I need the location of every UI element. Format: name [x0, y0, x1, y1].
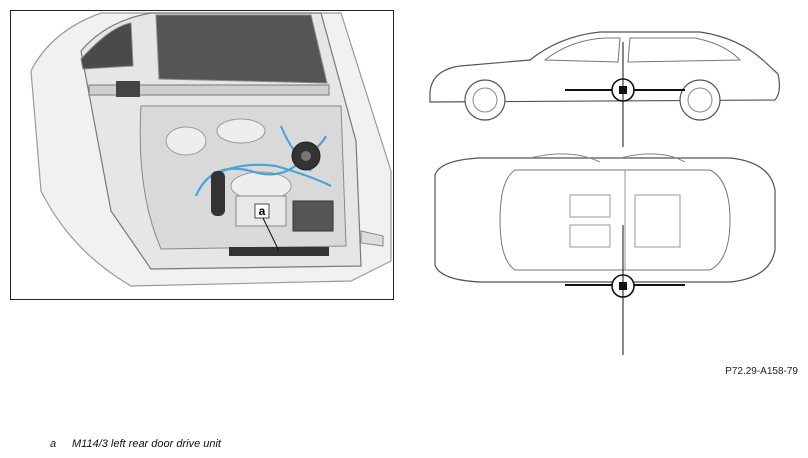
side-window: [543, 37, 621, 63]
front-seat: [569, 194, 611, 218]
legend: a M114/3 left rear door drive unit: [50, 438, 221, 450]
vehicle-side-view: [420, 22, 790, 152]
panel-cutout: [165, 126, 207, 156]
door-detail-panel: a: [10, 10, 394, 300]
callout-box: [254, 203, 270, 219]
rear-wheel: [679, 79, 721, 121]
open-door: [529, 153, 601, 163]
window-rail: [88, 84, 330, 96]
window-motor: [116, 81, 140, 97]
top-view-illustration: [434, 153, 776, 355]
wiring-harness: [210, 163, 332, 187]
rear-door-illustration: a: [30, 12, 392, 287]
door-window: [155, 14, 328, 84]
top-body: [434, 157, 776, 283]
open-door: [619, 153, 686, 163]
quarter-glass: [80, 22, 134, 70]
vehicle-top-view: [420, 150, 790, 360]
panel-cutout: [216, 118, 266, 144]
figure-reference-code: P72.29-A158-79: [725, 366, 798, 377]
rear-rim: [687, 87, 713, 113]
front-wheel: [464, 79, 506, 121]
door-bracket: [360, 230, 384, 247]
callout-letter: a: [259, 204, 266, 218]
callout-leader: [262, 217, 280, 252]
legend-text: M114/3 left rear door drive unit: [72, 438, 221, 450]
door-cylinder: [211, 171, 225, 216]
module-housing: [235, 195, 287, 227]
drive-unit: [292, 200, 334, 232]
legend-key: a: [50, 438, 57, 450]
side-view-illustration: [429, 31, 781, 147]
front-rim: [472, 87, 498, 113]
front-seat: [569, 224, 611, 248]
side-window: [627, 37, 742, 63]
speaker-cone: [301, 151, 311, 161]
lower-bar: [229, 247, 329, 256]
rear-bench: [634, 194, 681, 248]
cabin-outline: [499, 169, 731, 271]
